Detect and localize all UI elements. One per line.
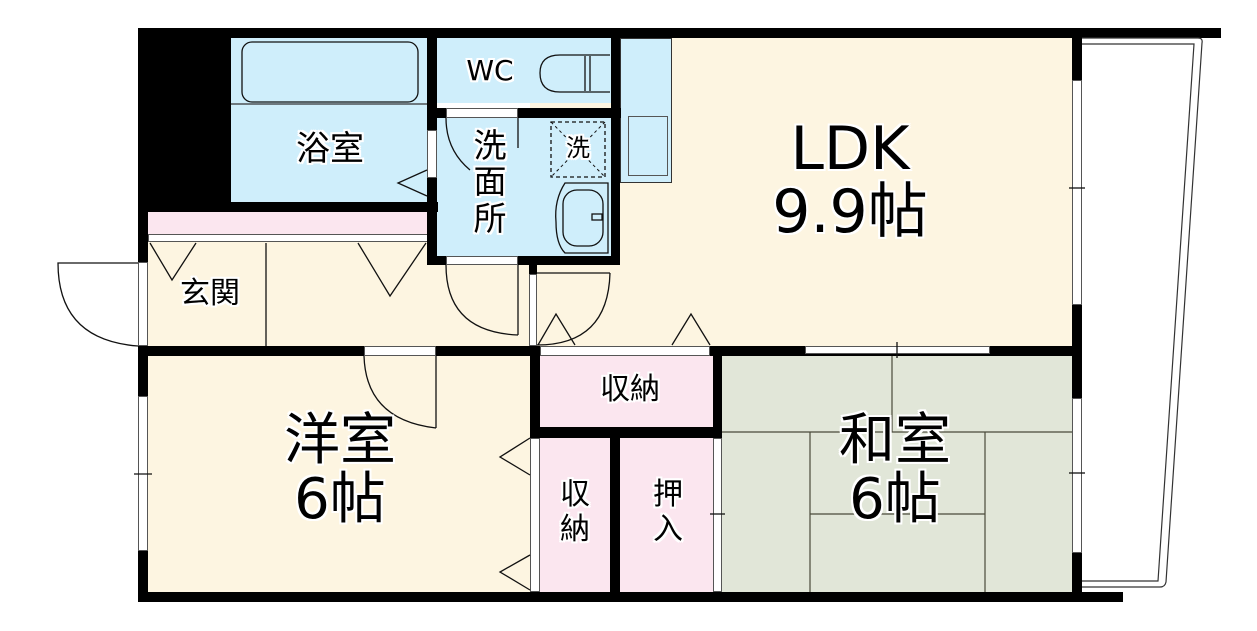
toilet-label: WC: [466, 54, 514, 87]
entrance-label: 玄関: [180, 276, 240, 311]
western-room-size: 6帖: [294, 466, 386, 532]
storage-side-label: 収 納: [560, 477, 590, 547]
washroom-label: 洗 面 所: [473, 126, 507, 238]
storage-top: [540, 355, 715, 427]
closet-door-opening: [713, 438, 722, 592]
ldk-label: LDK 9.9帖: [740, 118, 960, 244]
bath-room: [231, 38, 427, 202]
wall: [138, 592, 1123, 602]
western-door-opening: [364, 346, 436, 356]
entrance-door-opening: [138, 262, 148, 346]
bath-label: 浴室: [296, 129, 364, 169]
hall-ldk-opening: [529, 274, 537, 346]
western-room: [148, 355, 530, 592]
western-room-label: 洋室 6帖: [250, 408, 430, 532]
entrance-door-swing-icon: [57, 262, 139, 347]
wall: [611, 28, 620, 264]
wall: [138, 202, 438, 212]
japanese-room-name: 和室: [839, 408, 951, 473]
wall: [610, 427, 620, 602]
japanese-room-label: 和室 6帖: [805, 408, 985, 532]
toilet-icon: [539, 54, 610, 93]
bathtub-icon: [241, 41, 419, 103]
wall: [427, 108, 621, 118]
washbasin-icon: [555, 182, 609, 254]
kitchen-sink: [628, 116, 668, 176]
storage-side: [540, 438, 610, 592]
washroom-lower-door-opening: [446, 256, 518, 265]
storage-top-door-opening: [540, 346, 710, 356]
japanese-room: [722, 355, 1072, 592]
bath-door-opening: [427, 130, 437, 178]
storage-top-label: 収納: [600, 372, 660, 407]
wall: [138, 28, 231, 210]
washer-icon: [550, 121, 606, 178]
wall: [427, 256, 620, 265]
wall: [529, 256, 537, 274]
japanese-window: [1072, 398, 1082, 553]
storage-side-door-opening: [530, 438, 540, 592]
washroom: [437, 118, 611, 256]
wall: [1072, 28, 1082, 602]
ldk-name: LDK: [790, 114, 910, 184]
shoe-storage: [148, 212, 428, 234]
balcony-outline: [1082, 37, 1203, 588]
wall: [138, 28, 1221, 38]
ldk-window: [1072, 80, 1082, 305]
western-room-name: 洋室: [284, 408, 396, 473]
tatami-mats-icon: [722, 356, 1072, 592]
closet: [620, 438, 715, 592]
washer-label: 洗: [566, 134, 590, 162]
closet-label: 押 入: [653, 477, 683, 547]
ldk-size: 9.9帖: [772, 177, 928, 247]
japanese-room-size: 6帖: [849, 466, 941, 532]
washroom-door-opening: [446, 108, 518, 118]
wall: [713, 346, 722, 438]
wall: [530, 427, 722, 438]
